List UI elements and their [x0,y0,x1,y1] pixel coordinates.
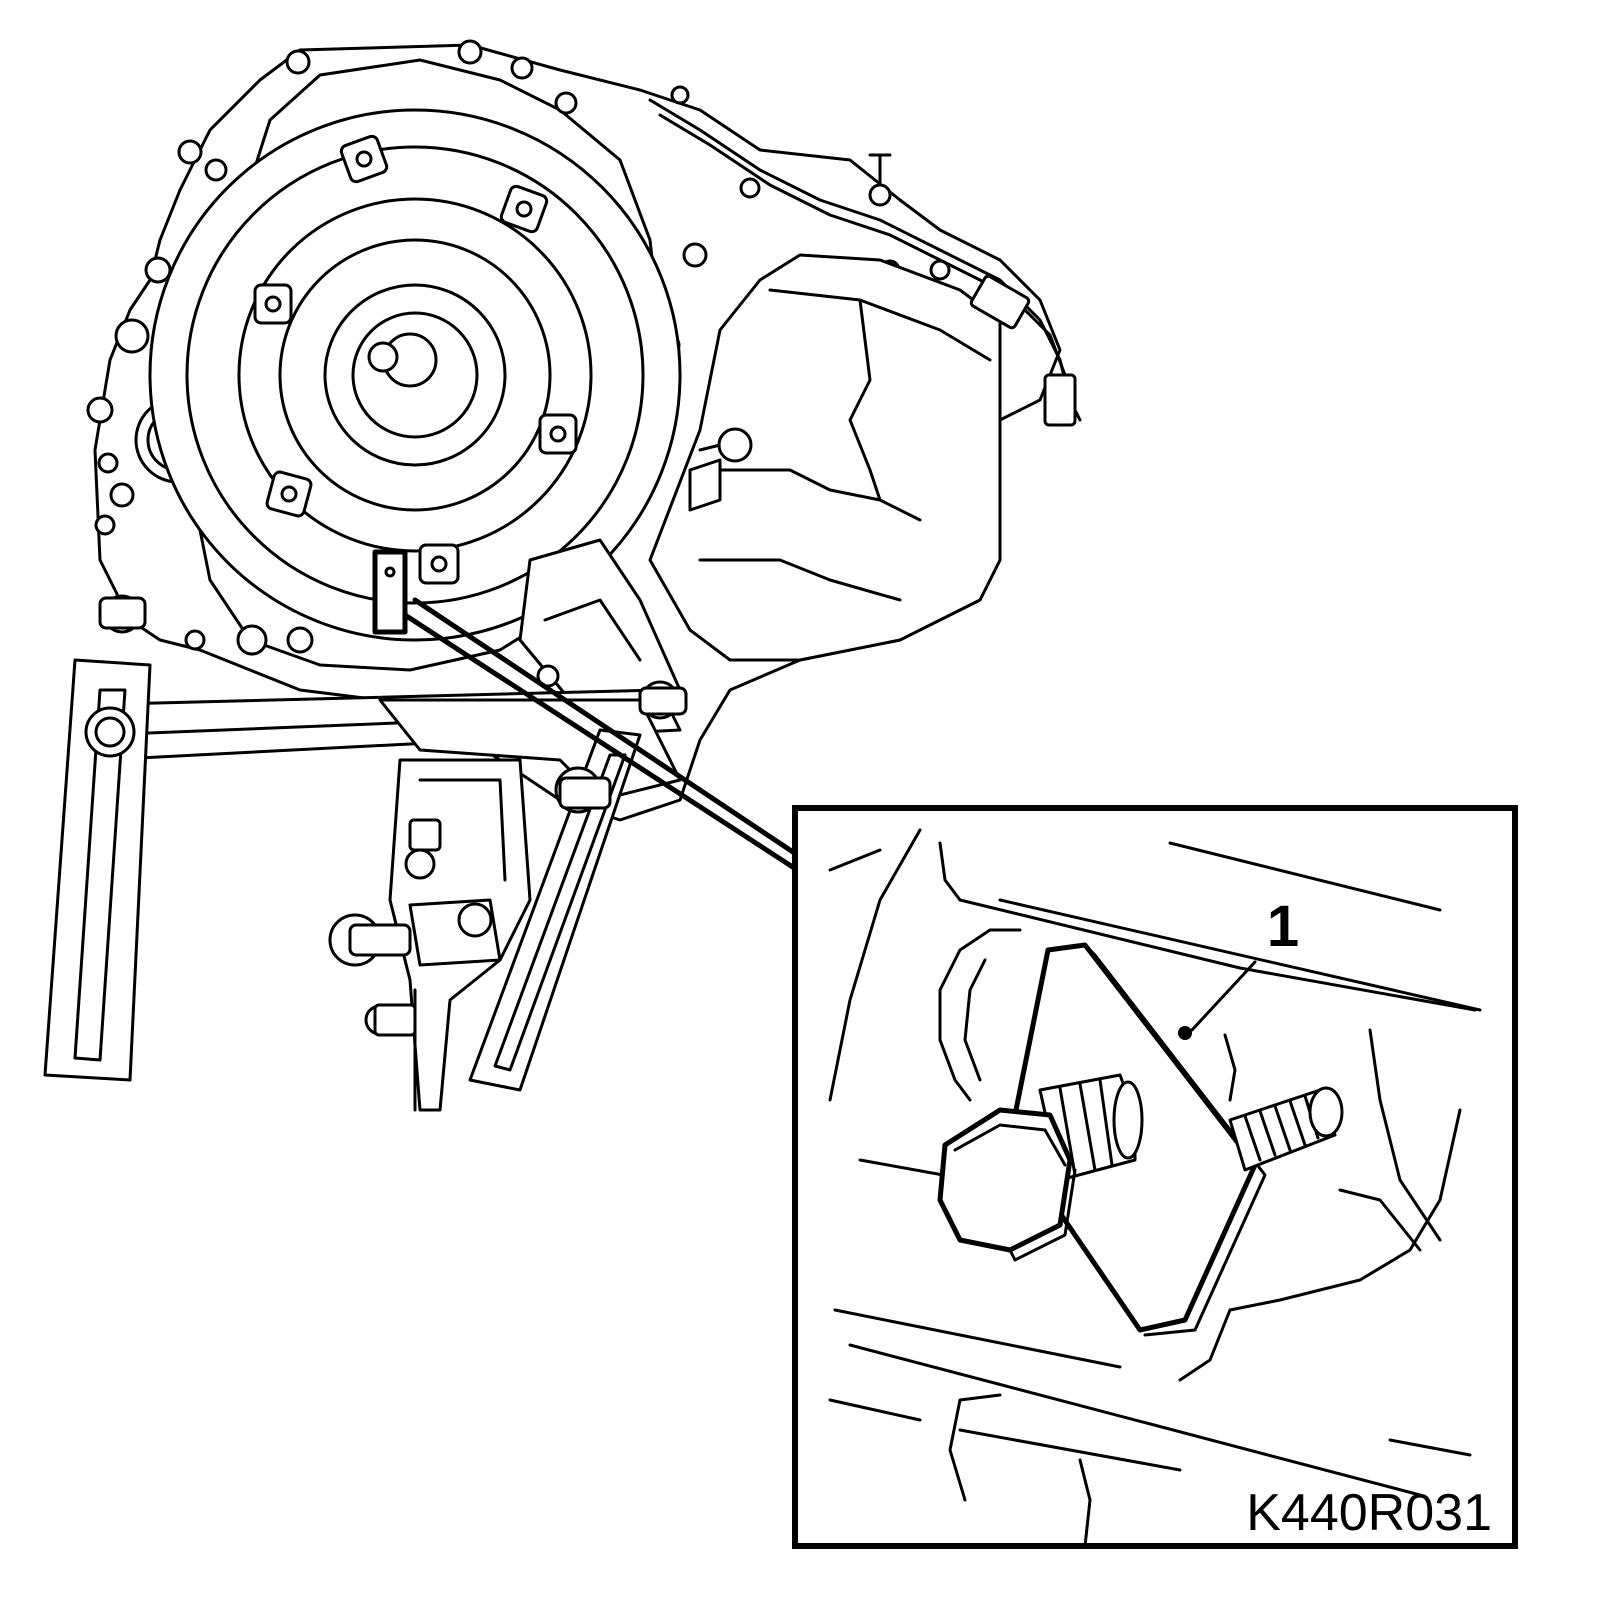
converter-mounting-pads [253,134,578,585]
leader-line [402,597,808,878]
bracket-hole [1178,1026,1192,1040]
left-support-arm [43,594,152,1082]
threaded-stud [1228,1086,1344,1172]
central-support-post [328,758,532,1112]
mounting-boss [938,928,1022,1102]
location-marker [372,549,408,635]
callout-number: 1 [1267,894,1299,959]
hex-bolt [937,1073,1144,1262]
wiring-harness [648,98,1082,427]
valve-body-cover [648,253,1002,662]
dipstick-tube [688,427,753,512]
detail-inset: 1 K440R031 [792,805,1518,1549]
torque-converter [148,108,682,642]
inset-background-lines [828,828,1482,1548]
callout-leader [1190,960,1257,1032]
figure-reference: K440R031 [1246,1484,1492,1542]
right-support-arm [468,680,688,1092]
transmission-assembly [86,39,1082,822]
